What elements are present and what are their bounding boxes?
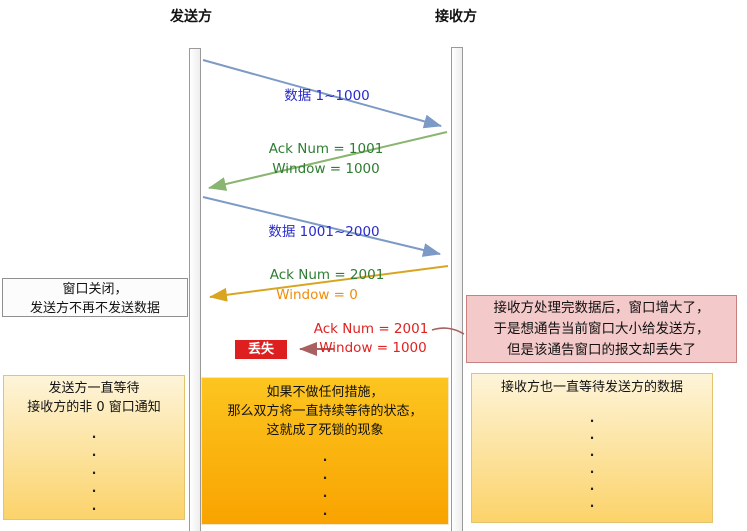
ack1-label-line1: Ack Num = 1001 <box>268 141 384 157</box>
window-closed-note: 窗口关闭， 发送方不再不发送数据 <box>2 278 188 317</box>
deadlock-line1: 如果不做任何措施， <box>266 385 384 400</box>
dot: . <box>91 427 97 441</box>
dot: . <box>589 445 595 459</box>
receiver-notice-line2: 于是想通告当前窗口大小给发送方， <box>493 321 710 337</box>
dot: . <box>589 496 595 510</box>
sender-lifeline <box>189 48 201 531</box>
sender-wait-dots: . . . . . <box>4 425 184 515</box>
receiver-notice-line1: 接收方处理完数据后，窗口增大了， <box>493 300 710 316</box>
dot: . <box>322 504 328 518</box>
dot: . <box>322 468 328 482</box>
dot: . <box>322 450 328 464</box>
deadlock-line2: 那么双方将一直持续等待的状态， <box>227 404 423 419</box>
dot: . <box>589 411 595 425</box>
ack2-label-line1: Ack Num = 2001 <box>269 267 385 283</box>
dot: . <box>91 445 97 459</box>
data1-label: 数据 1~1000 <box>284 88 370 104</box>
ack1-label-line2: Window = 1000 <box>272 161 380 177</box>
dot: . <box>322 486 328 500</box>
sender-wait-line1: 发送方一直等待 <box>48 381 140 396</box>
receiver-wait-dots: . . . . . . <box>472 410 712 512</box>
deadlock-note: 如果不做任何措施， 那么双方将一直持续等待的状态， 这就成了死锁的现象 . . … <box>201 377 449 525</box>
lost-badge: 丢失 <box>235 340 287 359</box>
data2-label: 数据 1001~2000 <box>268 224 380 240</box>
receiver-notice-line3: 但是该通告窗口的报文却丢失了 <box>507 342 696 358</box>
lost-ack-label-line2: Window = 1000 <box>319 340 427 356</box>
receiver-wait-line1: 接收方也一直等待发送方的数据 <box>500 380 683 395</box>
window-closed-line2: 发送方不再不发送数据 <box>29 301 160 316</box>
dot: . <box>91 499 97 513</box>
deadlock-line3: 这就成了死锁的现象 <box>266 423 384 438</box>
sender-wait-note: 发送方一直等待 接收方的非 0 窗口通知 . . . . . <box>3 375 185 520</box>
receiver-title: 接收方 <box>435 9 477 25</box>
dot: . <box>589 479 595 493</box>
dot: . <box>589 462 595 476</box>
receiver-wait-note: 接收方也一直等待发送方的数据 . . . . . . <box>471 373 713 523</box>
receiver-lifeline <box>451 47 463 531</box>
dot: . <box>91 463 97 477</box>
dot: . <box>589 428 595 442</box>
deadlock-dots: . . . . <box>202 448 448 520</box>
receiver-notice-note: 接收方处理完数据后，窗口增大了， 于是想通告当前窗口大小给发送方， 但是该通告窗… <box>466 295 737 363</box>
window-closed-line1: 窗口关闭， <box>62 282 128 297</box>
sender-wait-line2: 接收方的非 0 窗口通知 <box>27 400 161 415</box>
dot: . <box>91 481 97 495</box>
ack2-label-line2: Window = 0 <box>276 287 358 303</box>
lost-ack-label-line1: Ack Num = 2001 <box>313 321 429 337</box>
sender-title: 发送方 <box>170 9 212 25</box>
